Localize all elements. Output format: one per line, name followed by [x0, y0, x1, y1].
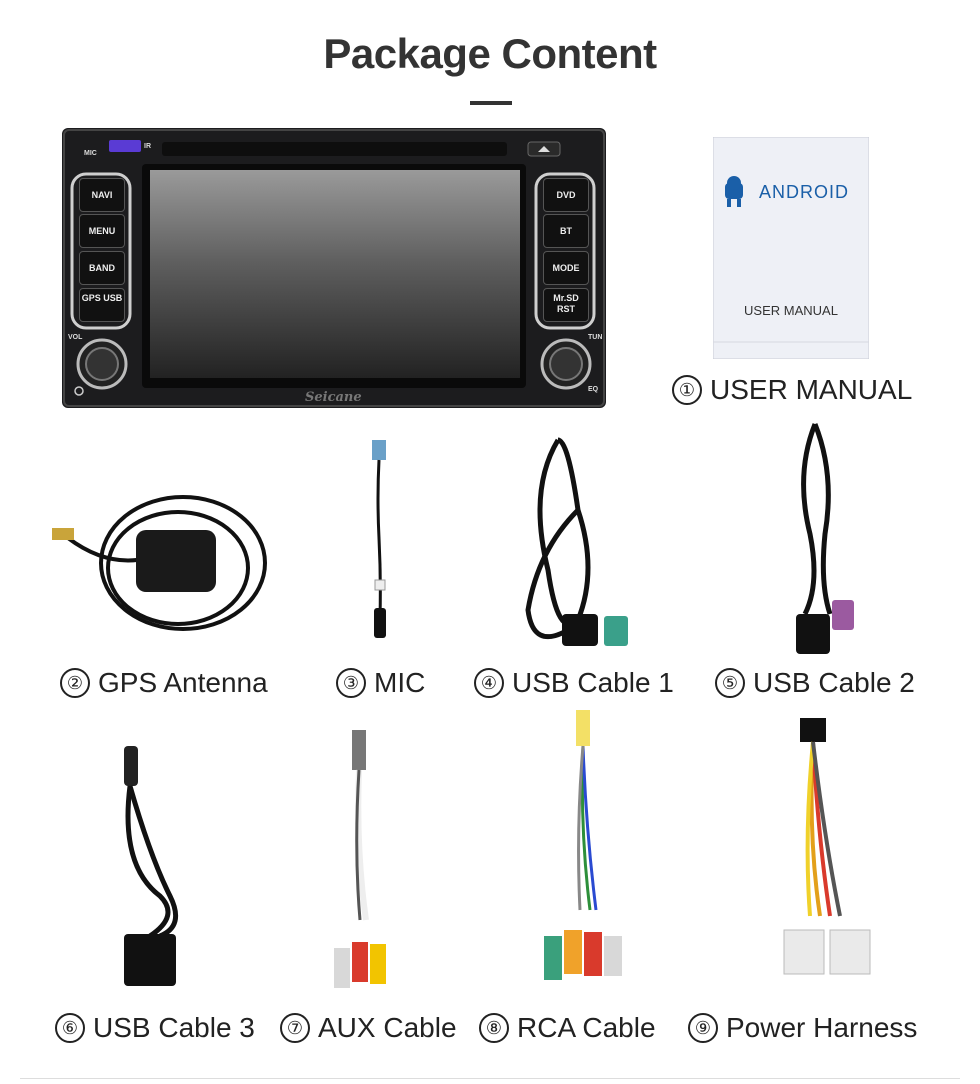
item-number: ① [672, 375, 702, 405]
power-harness-photo [783, 718, 871, 975]
rca-cable-photo [544, 710, 622, 980]
band-button: BAND [79, 251, 125, 285]
item-number: ⑥ [55, 1013, 85, 1043]
gps-antenna-photo [52, 495, 267, 631]
usb-cable-2-photo [796, 423, 854, 654]
bottom-divider [20, 1078, 960, 1079]
ir-marking: IR [144, 143, 151, 150]
android-logo-text: ANDROID [759, 182, 850, 202]
manual-cover [712, 136, 870, 360]
mic-marking: MIC [84, 150, 97, 157]
aux-cable-photo [334, 730, 386, 988]
head-unit-photo: NAVI MENU BAND GPS USB DVD BT MODE Mr.SD… [62, 128, 606, 408]
dvd-button: DVD [543, 178, 589, 212]
brand-logo: Seicane [305, 390, 362, 405]
item-number: ⑨ [688, 1013, 718, 1043]
usb-cable-1-photo [525, 437, 628, 646]
item-label-rca-cable: ⑧ RCA Cable [479, 1012, 656, 1044]
title-underline [470, 101, 512, 105]
user-manual-photo: ANDROID USER MANUAL [712, 136, 870, 360]
gps-usb-button: GPS USB [79, 288, 125, 322]
item-number: ⑦ [280, 1013, 310, 1043]
item-label-gps-antenna: ② GPS Antenna [60, 667, 268, 699]
item-number: ⑤ [715, 668, 745, 698]
item-label-text: USB Cable 3 [93, 1012, 255, 1043]
item-label-text: RCA Cable [517, 1012, 656, 1043]
tun-marking: TUN [588, 334, 603, 341]
item-number: ② [60, 668, 90, 698]
navi-button: NAVI [79, 178, 125, 212]
item-label-text: USB Cable 1 [512, 667, 674, 698]
usb-cable-3-photo [124, 746, 179, 986]
mode-button: MODE [543, 251, 589, 285]
item-number: ④ [474, 668, 504, 698]
item-label-usb-cable-2: ⑤ USB Cable 2 [715, 667, 915, 699]
item-label-text: USB Cable 2 [753, 667, 915, 698]
item-label-user-manual: ① USER MANUAL [672, 374, 912, 406]
item-number: ③ [336, 668, 366, 698]
item-label-usb-cable-3: ⑥ USB Cable 3 [55, 1012, 255, 1044]
page-title: Package Content [323, 30, 657, 77]
manual-title: USER MANUAL [744, 303, 838, 318]
item-label-usb-cable-1: ④ USB Cable 1 [474, 667, 674, 699]
item-number: ⑧ [479, 1013, 509, 1043]
item-label-power-harness: ⑨ Power Harness [688, 1012, 917, 1044]
item-label-text: MIC [374, 667, 426, 698]
bt-button: BT [543, 214, 589, 248]
mr-sd-rst-button: Mr.SD RST [543, 288, 589, 322]
item-label-mic: ③ MIC [336, 667, 425, 699]
item-label-aux-cable: ⑦ AUX Cable [280, 1012, 457, 1044]
menu-button: MENU [79, 214, 125, 248]
eq-marking: EQ [588, 386, 599, 393]
vol-marking: VOL [68, 334, 83, 341]
item-label-text: USER MANUAL [710, 374, 913, 405]
item-label-text: GPS Antenna [98, 667, 268, 698]
mic-photo [372, 440, 386, 638]
item-label-text: Power Harness [726, 1012, 918, 1043]
item-label-text: AUX Cable [318, 1012, 457, 1043]
head-unit-body [62, 128, 606, 408]
